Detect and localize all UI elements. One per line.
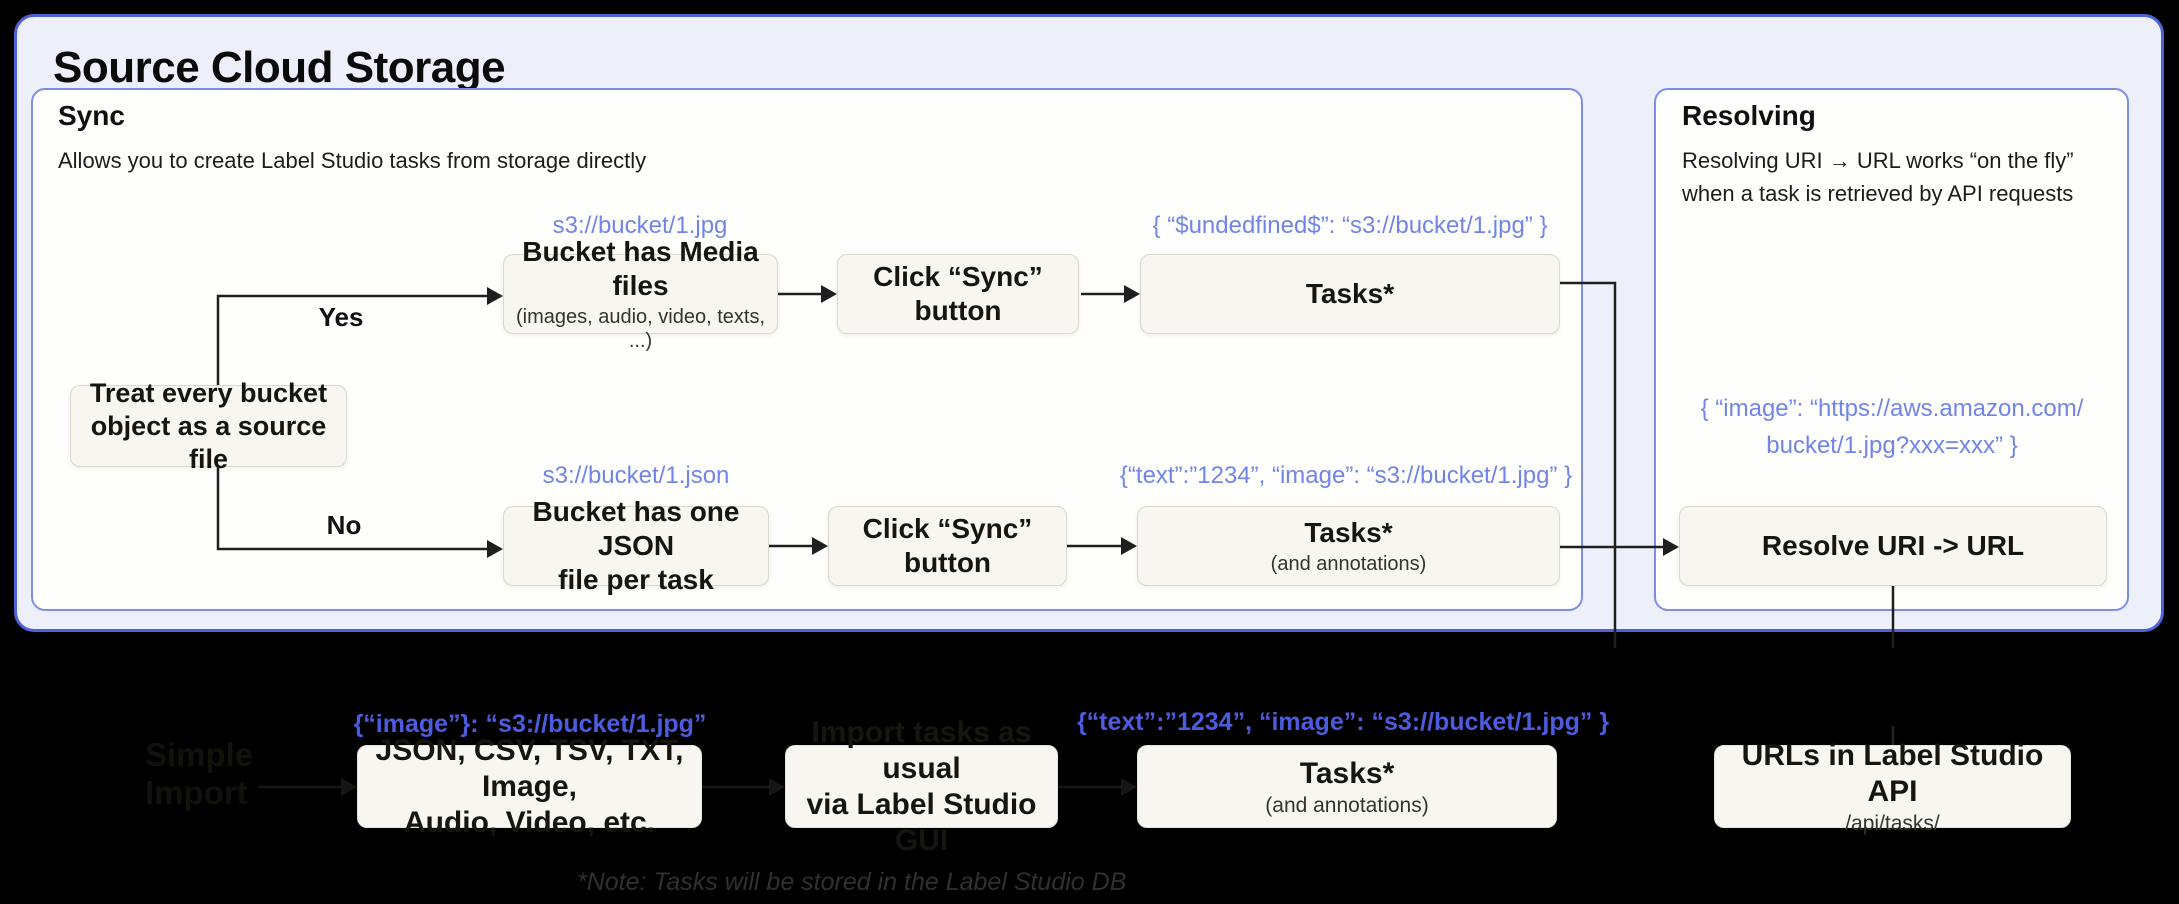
formats-box: JSON, CSV, TSV, TXT, Image, Audio, Video… — [357, 734, 702, 839]
branch-no-label: No — [326, 510, 362, 540]
tasks-box-top: Tasks* — [1140, 254, 1560, 334]
click-sync-box-bottom-label: Click “Sync” button — [862, 513, 1033, 578]
decision-box: Treat every bucket object as a source fi… — [70, 378, 347, 474]
resolving-panel-subtitle: Resolving URI → URL works “on the fly” w… — [1682, 144, 2074, 210]
json-task-json-label: {“text”:”1234”, “image”: “s3://bucket/1.… — [1119, 462, 1573, 489]
branch-yes-label: Yes — [318, 302, 364, 332]
simple-import-label: Simple Import — [145, 736, 253, 812]
tasks-box-top-label: Tasks* — [1305, 278, 1395, 309]
formats-box-line1: JSON, CSV, TSV, TXT, Image, — [375, 733, 684, 803]
resolved-json-line1: { “image”: “https://aws.amazon.com/ — [1700, 395, 2084, 422]
import-tasks-json-label: {“text”:”1234”, “image”: “s3://bucket/1.… — [1076, 708, 1610, 736]
tasks-box-bottom: Tasks* (and annotations) — [1137, 506, 1560, 586]
formats-json-label: {“image”}: “s3://bucket/1.jpg” — [353, 710, 707, 738]
bucket-media-box-title: Bucket has Media files — [522, 236, 759, 301]
api-urls-box-label: URLs in Label Studio API — [1741, 738, 2044, 808]
simple-import-line2: Import — [145, 774, 248, 811]
import-tasks-box-subtitle: (and annotations) — [1265, 793, 1429, 817]
bucket-media-box: Bucket has Media files (images, audio, v… — [503, 236, 778, 352]
arrowhead-formats — [341, 778, 357, 796]
sync-panel-title: Sync — [58, 100, 125, 131]
gui-import-box-line1: Import tasks as usual — [811, 715, 1032, 785]
bucket-json-box-line1: Bucket has one JSON — [532, 496, 740, 561]
click-sync-box-top: Click “Sync” button — [837, 254, 1079, 334]
resolved-json-line2: bucket/1.jpg?xxx=xxx” } — [1766, 432, 2018, 459]
simple-import-line1: Simple — [145, 736, 254, 773]
click-sync-box-bottom: Click “Sync” button — [828, 506, 1067, 586]
resolving-panel-title: Resolving — [1682, 100, 1816, 131]
resolve-uri-box-label: Resolve URI -> URL — [1761, 530, 2025, 561]
bucket-json-box-line2: file per task — [558, 564, 714, 595]
import-tasks-box: Tasks* (and annotations) — [1137, 745, 1557, 828]
resolving-subtitle-line1: Resolving URI → URL works “on the fly” — [1682, 148, 2074, 173]
resolving-subtitle-line2: when a task is retrieved by API requests — [1682, 181, 2074, 206]
gui-import-box-line2: via Label Studio GUI — [806, 787, 1037, 857]
api-urls-box-subtitle: /api/tasks/ — [1845, 811, 1940, 835]
decision-line2: object as a source file — [90, 410, 327, 474]
json-uri-label: s3://bucket/1.json — [542, 462, 730, 489]
tasks-box-bottom-label: Tasks* — [1304, 517, 1393, 548]
media-uri-label: s3://bucket/1.jpg — [552, 212, 728, 239]
bucket-media-box-subtitle: (images, audio, video, texts, ...) — [515, 306, 765, 352]
page-title: Source Cloud Storage — [53, 43, 506, 92]
click-sync-box-top-label: Click “Sync” button — [873, 261, 1043, 326]
decision-line1: Treat every bucket — [89, 377, 328, 408]
tasks-db-note: *Note: Tasks will be stored in the Label… — [577, 868, 1127, 896]
api-urls-box: URLs in Label Studio API /api/tasks/ — [1714, 739, 2071, 835]
resolve-uri-box: Resolve URI -> URL — [1679, 506, 2107, 586]
arrowhead-import-tasks — [1121, 778, 1137, 796]
tasks-box-bottom-subtitle: (and annotations) — [1270, 553, 1427, 575]
media-task-json-label: { “$undedfined$”: “s3://bucket/1.jpg” } — [1152, 212, 1548, 239]
import-tasks-box-label: Tasks* — [1299, 756, 1395, 790]
bucket-json-box: Bucket has one JSON file per task — [503, 496, 769, 595]
sync-panel-subtitle: Allows you to create Label Studio tasks … — [58, 148, 647, 173]
resolved-json-label: { “image”: “https://aws.amazon.com/ buck… — [1701, 390, 2084, 464]
arrowhead-gui — [769, 778, 785, 796]
formats-box-line2: Audio, Video, etc. — [403, 805, 656, 839]
gui-import-box: Import tasks as usual via Label Studio G… — [785, 716, 1058, 857]
